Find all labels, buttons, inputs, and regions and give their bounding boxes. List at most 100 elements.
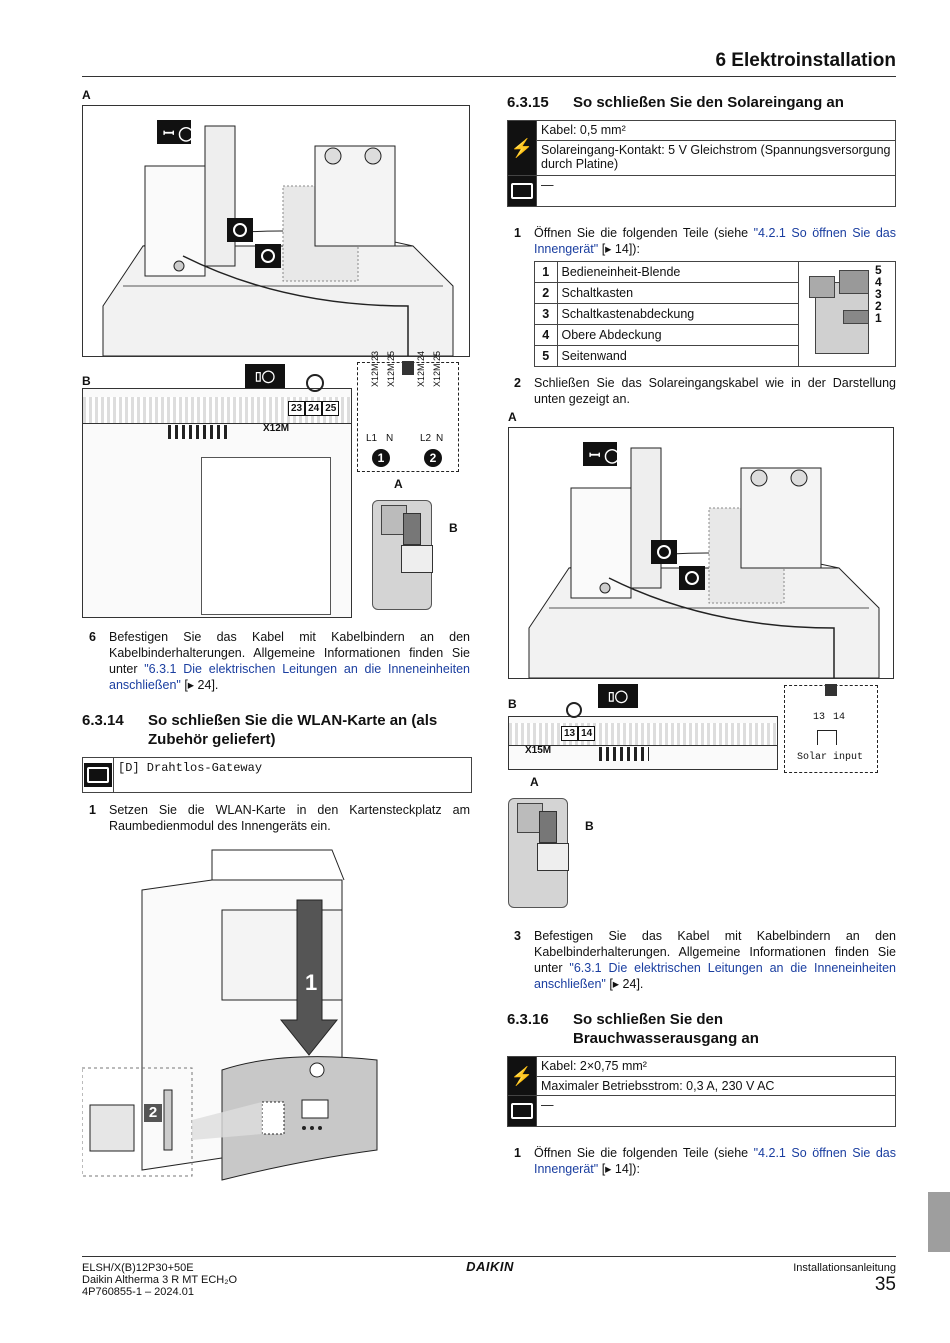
- current-spec: Maximaler Betriebsstrom: 0,3 A, 230 V AC: [536, 1075, 896, 1096]
- wlan-insert-illustration: [81, 849, 378, 1181]
- cable-gland: [402, 361, 414, 375]
- label-n2: N: [436, 433, 444, 444]
- step-1-text: Öffnen Sie die folgenden Teile (siehe "4…: [534, 1146, 896, 1176]
- step-1-number: 1: [89, 803, 96, 817]
- figure-unit-top-view: ꟷ ◯: [82, 105, 470, 361]
- controller-board: [201, 457, 331, 615]
- wiring-box-icon: ▯◯: [245, 364, 285, 388]
- connector-label: X12M: [263, 423, 290, 434]
- term-label-4: X12M.25: [432, 350, 442, 387]
- figure-unit-top-view: ꟷ ◯: [508, 427, 894, 683]
- terminal-24: 24: [305, 401, 323, 416]
- unit-top-illustration: ꟷ ◯: [528, 442, 880, 683]
- label-n1: N: [386, 433, 394, 444]
- connector-label: X15M: [525, 745, 552, 756]
- figure-terminal-strip: 13 14 X15M: [508, 716, 778, 770]
- solar-term-13: 13: [813, 712, 826, 723]
- cable-label-b: B: [449, 521, 458, 535]
- step-2-text: Schließen Sie das Solareingangskabel wie…: [534, 376, 896, 406]
- ui-setting: —: [536, 1095, 896, 1127]
- step-1-number: 1: [514, 226, 521, 240]
- step-3-number: 3: [514, 929, 521, 943]
- terminal-14: 14: [578, 726, 596, 741]
- link-6-3-1[interactable]: "6.3.1 Die elektrischen Leitungen an die…: [534, 961, 896, 991]
- callout-wlan-1: 1: [305, 970, 318, 995]
- step-6-number: 6: [89, 630, 96, 644]
- cable-label-a: A: [394, 477, 403, 491]
- cable-gland: [825, 684, 837, 696]
- figure-wlan-insert: 1 2: [81, 840, 472, 1202]
- unit-top-illustration: ꟷ ◯: [102, 120, 454, 361]
- solar-term-14: 14: [833, 712, 846, 723]
- dhw-info-table: ⚡ Kabel: 2×0,75 mm² Maximaler Betriebsst…: [507, 1056, 896, 1127]
- terminal-group: 13 14: [561, 726, 596, 741]
- wiring-diagram: X12M.23 X12M.25 X12M.24 X12M.25 L1 N L2 …: [357, 351, 459, 472]
- cable-spec: Kabel: 2×0,75 mm²: [536, 1056, 896, 1077]
- footer-left: ELSH/X(B)12P30+50E Daikin Altherma 3 R M…: [82, 1262, 237, 1298]
- step-3-text: Befestigen Sie das Kabel mit Kabelbinder…: [534, 929, 896, 991]
- link-6-3-1[interactable]: "6.3.1 Die elektrischen Leitungen an die…: [109, 662, 470, 692]
- section-title: 6 Elektroinstallation: [715, 50, 896, 71]
- link-4-2-1[interactable]: "4.2.1 So öffnen Sie das Innengerät": [534, 226, 896, 256]
- doc-code: 4P760855-1 – 2024.01: [82, 1286, 194, 1298]
- term-label-3: X12M.24: [416, 350, 426, 387]
- solar-input-caption: Solar input: [797, 752, 864, 763]
- term-label-1: X12M.23: [370, 350, 380, 387]
- wlan-gateway-label: [D] Drahtlos-Gateway: [118, 761, 263, 775]
- wiring-icon: ⚡: [507, 120, 537, 176]
- relay-block: [168, 425, 228, 439]
- daikin-logo: DAIKIN: [466, 1259, 514, 1274]
- product-name: Daikin Altherma 3 R MT ECH₂O: [82, 1274, 238, 1286]
- label-l2: L2: [420, 433, 432, 444]
- label-l1: L1: [366, 433, 378, 444]
- cable-tie-icon: [566, 702, 582, 718]
- wiring-box-icon: ▯◯: [598, 684, 638, 708]
- footer-divider: [82, 1256, 896, 1257]
- cable-tie-icon: [306, 374, 324, 392]
- wlan-info-box: [D] Drahtlos-Gateway: [82, 757, 472, 793]
- solar-info-table: ⚡ Kabel: 0,5 mm² Solareingang-Kontakt: 5…: [507, 119, 896, 207]
- wiring-icon: ⚡: [507, 1056, 537, 1096]
- cable-tie-holder-figure: [372, 500, 433, 610]
- ui-icon: [83, 758, 114, 792]
- figure-label-a: A: [82, 88, 91, 102]
- step-1-number: 1: [514, 1146, 521, 1160]
- step-1-text: Setzen Sie die WLAN-Karte in den Kartens…: [109, 803, 470, 833]
- terminal-25: 25: [322, 401, 340, 416]
- callout-2: 2: [424, 449, 442, 467]
- ui-icon: [507, 175, 537, 207]
- cable-label-a: A: [530, 775, 539, 789]
- callout-wlan-2: 2: [144, 1104, 162, 1122]
- svg-text:ꟷ ◯: ꟷ ◯: [163, 125, 194, 142]
- ui-icon: [507, 1095, 537, 1127]
- figure-label-b: B: [82, 374, 91, 388]
- model-number: ELSH/X(B)12P30+50E: [82, 1262, 194, 1274]
- link-4-2-1[interactable]: "4.2.1 So öffnen Sie das Innengerät": [534, 1146, 896, 1176]
- figure-pcb: 23 24 25 X12M: [82, 388, 352, 618]
- figure-label-b: B: [508, 697, 517, 711]
- header-divider: [82, 76, 896, 77]
- page-number: 35: [874, 1274, 896, 1295]
- switch-symbol: [817, 730, 837, 745]
- relay-block: [599, 747, 649, 761]
- callout-1: 1: [372, 449, 390, 467]
- terminal-group: 23 24 25: [288, 401, 340, 416]
- terminal-13: 13: [561, 726, 579, 741]
- term-label-2: X12M.25: [386, 350, 396, 387]
- chapter-tab: [928, 1192, 950, 1252]
- svg-text:ꟷ ◯: ꟷ ◯: [589, 447, 620, 464]
- cable-spec: Kabel: 0,5 mm²: [536, 119, 896, 142]
- doc-type: Installationsanleitung: [793, 1262, 896, 1274]
- terminal-23: 23: [288, 401, 306, 416]
- cable-label-b: B: [585, 819, 594, 833]
- cable-tie-holder-figure: [508, 798, 569, 908]
- solar-wiring-diagram: 13 14 Solar input: [784, 684, 878, 773]
- contact-spec: Solareingang-Kontakt: 5 V Gleichstrom (S…: [536, 140, 896, 176]
- figure-label-a: A: [508, 410, 517, 424]
